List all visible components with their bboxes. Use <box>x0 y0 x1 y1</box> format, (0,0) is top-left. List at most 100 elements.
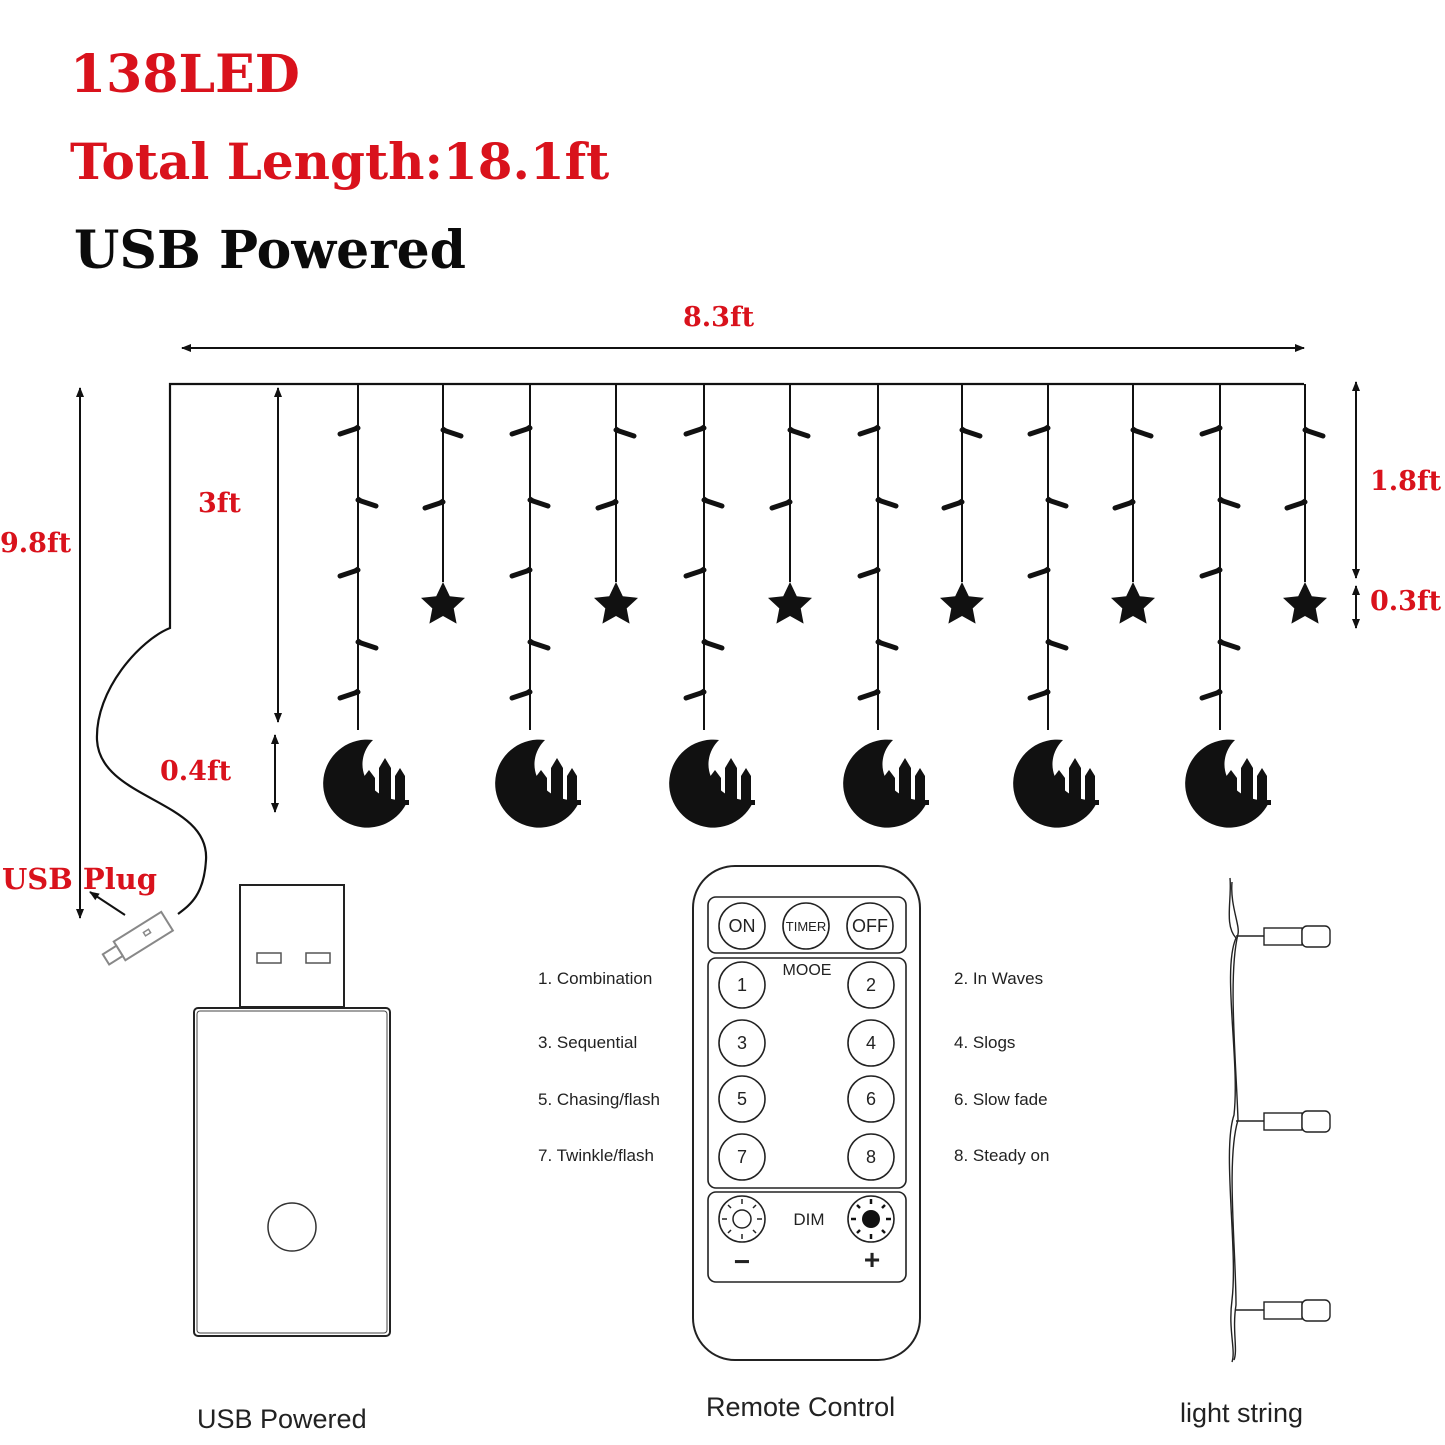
led-bulb <box>509 567 533 579</box>
led-bulb <box>1130 427 1154 439</box>
led-bulb <box>1199 425 1223 437</box>
led-bulb <box>527 497 551 509</box>
timer-button[interactable]: TIMER <box>785 919 827 934</box>
mode-7: 7. Twinkle/flash <box>538 1146 654 1165</box>
led-bulb <box>1027 425 1051 437</box>
led-bulb <box>701 639 725 651</box>
moon-mosque-icon <box>323 739 409 828</box>
led-bulb <box>875 497 899 509</box>
width-label: 8.3ft <box>683 302 755 333</box>
usb-plug-icon <box>101 910 175 966</box>
moon-mosque-icon <box>1185 739 1271 828</box>
led-bulb <box>787 427 811 439</box>
mode-key-2[interactable]: 2 <box>865 975 876 995</box>
led-bulb <box>701 497 725 509</box>
star-icon <box>940 582 984 624</box>
moon-mosque-icon <box>669 739 755 828</box>
star-icon <box>1111 582 1155 624</box>
led-bulb <box>1199 567 1223 579</box>
led-bulb <box>509 425 533 437</box>
led-bulb <box>683 425 707 437</box>
led-bulb <box>769 499 793 511</box>
star-icon <box>768 582 812 624</box>
mode-8: 8. Steady on <box>954 1146 1050 1165</box>
light-strands <box>323 384 1327 828</box>
led-bulb <box>857 567 881 579</box>
led-bulb <box>595 499 619 511</box>
dim-plus-button[interactable]: + <box>863 1244 881 1275</box>
mode-title: MOOE <box>782 962 832 979</box>
usb-adapter-icon <box>193 884 391 1337</box>
led-bulb <box>337 567 361 579</box>
moon-mosque-icon <box>1013 739 1099 828</box>
led-bulb <box>857 425 881 437</box>
led-bulb <box>337 425 361 437</box>
led-count-heading: 138LED <box>70 44 300 105</box>
mode-key-5[interactable]: 5 <box>736 1089 747 1109</box>
total-length-heading: Total Length:18.1ft <box>70 132 610 191</box>
led-bulb <box>1217 639 1241 651</box>
led-bulb <box>509 689 533 701</box>
star-size-label: 0.3ft <box>1370 586 1442 617</box>
moon-mosque-icon <box>495 739 581 828</box>
mode-3: 3. Sequential <box>538 1033 638 1052</box>
mode-key-4[interactable]: 4 <box>865 1033 876 1053</box>
remote-control-icon <box>692 865 921 1361</box>
led-bulb <box>1217 497 1241 509</box>
mode-2: 2. In Waves <box>954 969 1044 988</box>
mode-key-6[interactable]: 6 <box>865 1089 876 1109</box>
led-bulb <box>683 567 707 579</box>
dim-up-icon <box>847 1195 895 1243</box>
usb-plug-label: USB Plug <box>2 862 158 896</box>
total-height-label: 9.8ft <box>0 528 72 559</box>
led-bulb <box>875 639 899 651</box>
mode-key-8[interactable]: 8 <box>865 1147 876 1167</box>
mode-4: 4. Slogs <box>954 1033 1016 1052</box>
led-bulb <box>1199 689 1223 701</box>
power-heading: USB Powered <box>74 220 467 281</box>
mode-key-1[interactable]: 1 <box>736 975 747 995</box>
led-bulb <box>1045 497 1069 509</box>
mode-6: 6. Slow fade <box>954 1090 1048 1109</box>
led-bulb <box>1027 689 1051 701</box>
dim-minus-button[interactable]: − <box>733 1246 751 1277</box>
moon-size-label: 0.4ft <box>160 756 232 787</box>
led-bulb <box>355 497 379 509</box>
led-bulb <box>337 689 361 701</box>
usb-caption: USB Powered <box>197 1404 367 1434</box>
moon-mosque-icon <box>843 739 929 828</box>
led-bulb <box>1284 499 1308 511</box>
light-string-icon <box>1228 877 1331 1363</box>
led-bulb <box>613 427 637 439</box>
led-bulb <box>527 639 551 651</box>
on-button[interactable]: ON <box>728 916 756 936</box>
mode-key-3[interactable]: 3 <box>736 1033 747 1053</box>
led-bulb <box>1045 639 1069 651</box>
headings: 138LED Total Length:18.1ft USB Powered <box>0 0 800 300</box>
led-bulb <box>1112 499 1136 511</box>
short-drop-label: 1.8ft <box>1370 466 1442 497</box>
led-bulb <box>355 639 379 651</box>
mode-1: 1. Combination <box>538 969 653 988</box>
usb-plug-pointer <box>89 891 126 916</box>
led-bulb <box>941 499 965 511</box>
led-bulb <box>857 689 881 701</box>
star-icon <box>1283 582 1327 624</box>
drop-length-label: 3ft <box>198 488 241 519</box>
led-bulb <box>959 427 983 439</box>
led-bulb <box>683 689 707 701</box>
led-bulb <box>1302 427 1326 439</box>
mode-key-7[interactable]: 7 <box>736 1147 747 1167</box>
star-icon <box>594 582 638 624</box>
dim-label: DIM <box>793 1210 825 1229</box>
main-cable <box>95 382 1304 915</box>
mode-5: 5. Chasing/flash <box>538 1090 660 1109</box>
off-button[interactable]: OFF <box>852 916 888 936</box>
remote-caption: Remote Control <box>706 1392 896 1422</box>
led-bulb <box>1027 567 1051 579</box>
led-bulb <box>422 499 446 511</box>
led-bulb <box>440 427 464 439</box>
string-caption: light string <box>1180 1398 1304 1428</box>
star-icon <box>421 582 465 624</box>
